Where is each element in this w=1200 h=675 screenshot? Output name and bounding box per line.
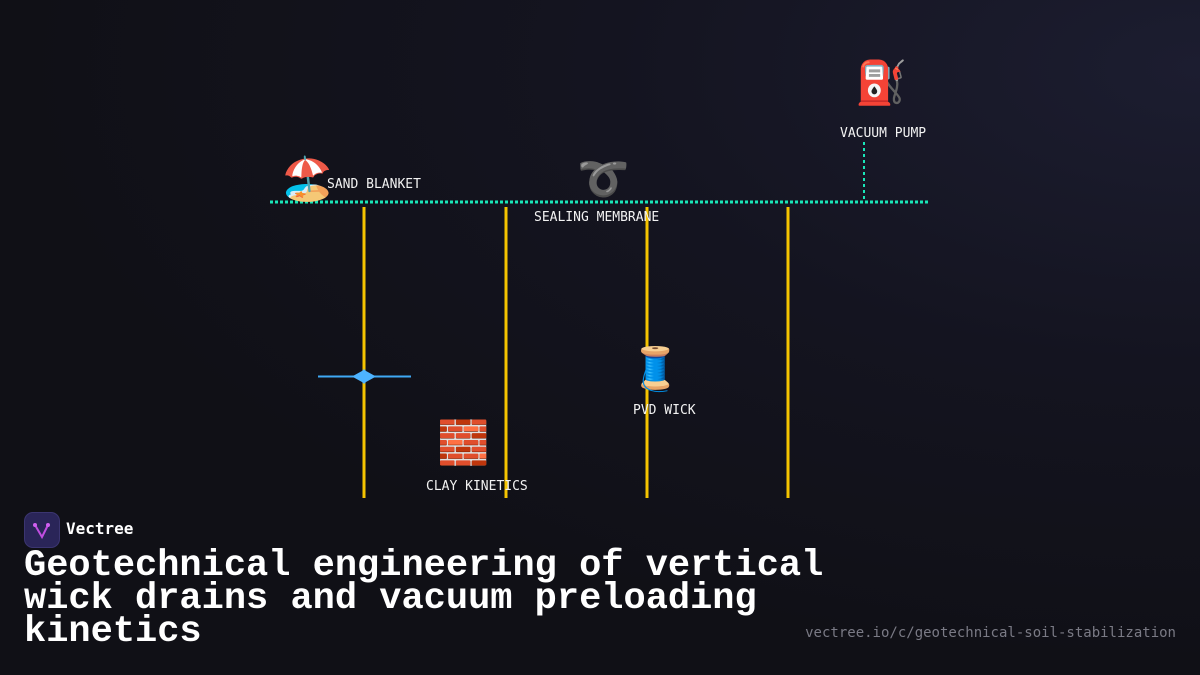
vectree-logo — [24, 512, 60, 548]
sand-blanket-label: SAND BLANKET — [327, 177, 421, 192]
curly-loop-icon: ➰ — [577, 154, 630, 203]
clay-kinetics-label: CLAY KINETICS — [426, 479, 528, 494]
fuel-pump-icon: ⛽ — [855, 58, 908, 107]
beach-umbrella-icon: 🏖️ — [281, 154, 334, 203]
source-url[interactable]: vectree.io/c/geotechnical-soil-stabiliza… — [805, 625, 1176, 641]
thread-spool-icon: 🧵 — [629, 344, 682, 393]
vacuum-pump-label: VACUUM PUMP — [840, 126, 927, 141]
brand-name: Vectree — [66, 519, 134, 538]
sealing-membrane-label: SEALING MEMBRANE — [534, 210, 660, 225]
brick-icon: 🧱 — [437, 418, 490, 467]
flow-particle — [352, 369, 376, 384]
page-title: Geotechnical engineering of vertical wic… — [24, 545, 824, 653]
pvd-wick-label: PVD WICK — [633, 403, 696, 418]
vectree-logo-icon — [33, 523, 50, 540]
